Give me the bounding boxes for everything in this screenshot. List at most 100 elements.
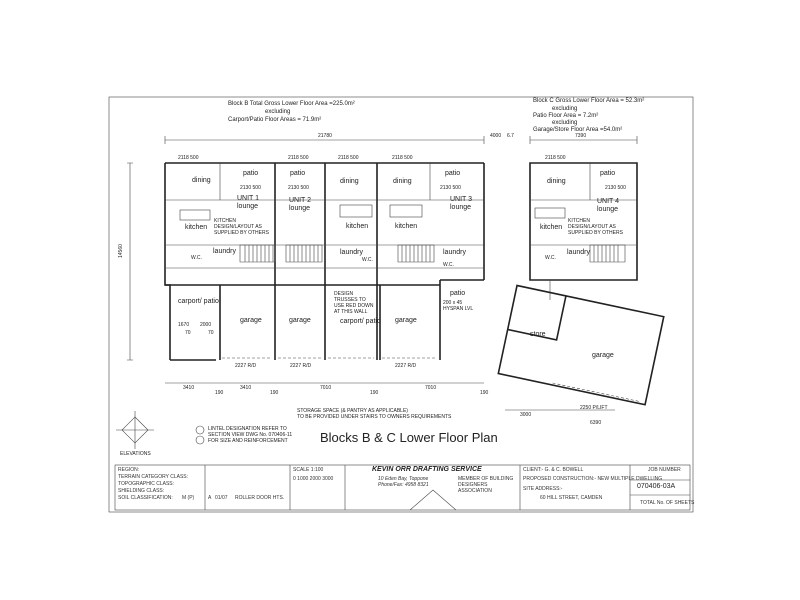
u4-laundry: laundry	[567, 249, 590, 256]
lintel-symbol-2	[195, 435, 205, 445]
u3-patio-lower: patio	[450, 290, 466, 297]
block-c-garage: Garage/Store Floor Area =54.0m²	[533, 127, 623, 133]
garage-door-2: 2227 R/D	[290, 363, 312, 369]
garage-label: garage	[592, 352, 614, 359]
tb-address: 10 Eden Bay, Toppone	[378, 476, 429, 482]
u2-lounge: lounge	[289, 205, 311, 212]
dim-bottom-190c: 190	[370, 390, 379, 396]
dim-gap: 4000	[490, 133, 502, 139]
u1-kitchen-note: KITCHEN DESIGN/LAYOUT AS SUPPLIED BY OTH…	[214, 218, 269, 236]
design-trusses-note: DESIGN TRUSSES TO USE RED DOWN AT THIS W…	[334, 291, 374, 315]
tb-job-number: 070406-03A	[637, 483, 676, 490]
title-block	[114, 464, 691, 511]
u2-dining: dining	[340, 178, 359, 185]
u1-wc: W.C.	[191, 255, 202, 261]
dim-height-total: 14560	[118, 244, 124, 258]
u3-laundry: laundry	[443, 249, 466, 256]
store-width-1: 3000	[520, 412, 532, 418]
tb-scale-bar: 0 1000 2000 3000	[293, 476, 334, 482]
u4-lounge: lounge	[597, 206, 619, 213]
block-c-excluding-1: excluding	[552, 106, 578, 112]
stair-unit-3	[397, 244, 435, 263]
u1-dining: dining	[192, 177, 211, 184]
u3-kitchen: kitchen	[395, 223, 418, 230]
tb-rev-a: A	[208, 495, 212, 501]
u3-dining: dining	[393, 178, 412, 185]
dim-bottom-190d: 190	[480, 390, 489, 396]
tb-total-sheets: TOTAL No. OF SHEETS	[640, 500, 695, 506]
tb-scale: SCALE 1:100	[293, 467, 324, 473]
u3-wc: W.C.	[443, 262, 454, 268]
elevations-label: ELEVATIONS	[120, 451, 151, 457]
tb-member: MEMBER OF BUILDING DESIGNERS ASSOCIATION	[458, 476, 514, 494]
storage-note-1: STORAGE SPACE (& PANTRY AS APPLICABLE)	[297, 408, 408, 414]
u1-unit-label: UNIT 1	[237, 195, 260, 202]
tb-shielding: SHIELDING CLASS:	[118, 488, 165, 494]
dim-patio-4: 2130 500	[605, 185, 626, 191]
u2-garage: garage	[289, 317, 311, 324]
dim-unit3-top: 2118 500	[392, 155, 413, 161]
tb-client: CLIENT:- G. & C. BOWELL	[523, 467, 584, 473]
u3-unit-label: UNIT 3	[450, 196, 473, 203]
u4-patio: patio	[600, 170, 616, 177]
u3-garage: garage	[395, 317, 417, 324]
tb-job-label: JOB NUMBER	[648, 467, 681, 473]
u2-wc: W.C.	[362, 257, 373, 263]
dim-2000: 2000	[200, 322, 212, 328]
dim-patio-2: 2130 500	[288, 185, 309, 191]
stair-unit-1	[239, 244, 276, 263]
hyspan-note: 200 x 45 HYSPAN LVL	[443, 300, 474, 312]
dim-unit2-top: 2118 500	[288, 155, 309, 161]
garage-store-building	[497, 284, 665, 406]
u1-kitchen: kitchen	[185, 224, 208, 231]
dim-gap-extra: 6.7	[507, 133, 514, 139]
kitchen-bench-4	[534, 207, 566, 219]
u1-lounge: lounge	[237, 203, 259, 210]
block-b-excluding: excluding	[265, 109, 291, 115]
stair-unit-4	[589, 244, 626, 263]
u2-laundry: laundry	[340, 249, 363, 256]
u4-kitchen: kitchen	[540, 224, 563, 231]
u4-unit-label: UNIT 4	[597, 198, 620, 205]
tb-proposed: PROPOSED CONSTRUCTION:- NEW MULTIPLE DWE…	[523, 476, 663, 482]
tb-company: KEVIN ORR DRAFTING SERVICE	[372, 466, 482, 473]
u3-patio: patio	[445, 170, 461, 177]
u1-carport: carport/ patio	[178, 298, 219, 305]
storage-note-2: TO BE PROVIDED UNDER STAIRS TO OWNERS RE…	[297, 414, 452, 420]
lintel-note-2: SECTION VIEW DWG No. 070406-11	[208, 432, 293, 438]
kitchen-bench-1	[179, 209, 211, 221]
dim-70a: 70	[185, 330, 191, 336]
store-width-2: 6390	[590, 420, 602, 426]
tb-site-value: 60 HILL STREET, CAMDEN	[540, 495, 603, 501]
dim-patio-1: 2130 500	[240, 185, 261, 191]
garage-door-3: 2227 R/D	[395, 363, 417, 369]
tb-rev-desc: ROLLER DOOR HTS.	[235, 495, 285, 501]
dim-70b: 70	[208, 330, 214, 336]
tb-terrain: TERRAIN CATEGORY CLASS:	[118, 474, 189, 480]
block-c-patio: Patio Floor Area = 7.2m²	[533, 113, 599, 119]
tb-topographic: TOPOGRAPHIC CLASS:	[118, 481, 175, 487]
u2-carport: carport/ patio	[340, 318, 381, 325]
tb-phone: Phone/Fax: 4958 8321	[378, 482, 429, 488]
tb-site-address: SITE ADDRESS:-	[523, 486, 563, 492]
block-b-area: Block B Total Gross Lower Floor Area =22…	[228, 101, 355, 107]
block-c-excluding-2: excluding	[552, 120, 578, 126]
u1-garage: garage	[240, 317, 262, 324]
lintel-symbol-1	[195, 425, 205, 435]
u1-laundry: laundry	[213, 248, 236, 255]
tb-soil-value: M (P)	[182, 495, 195, 501]
block-c-area: Block C Gross Lower Floor Area = 52.3m²	[533, 98, 645, 104]
dim-unit4-top: 2118 500	[545, 155, 566, 161]
lintel-note-3: FOR SIZE AND REINFORCEMENT	[208, 438, 288, 444]
tb-soil: SOIL CLASSIFICATION:	[118, 495, 173, 501]
dimension-lines	[127, 136, 638, 411]
dim-patio-3: 2130 500	[440, 185, 461, 191]
elevations-marker	[116, 411, 154, 449]
dim-unit2b-top: 2118 500	[338, 155, 359, 161]
dim-bottom-4: 7010	[425, 385, 437, 391]
u2-kitchen: kitchen	[346, 223, 369, 230]
u1-patio: patio	[243, 170, 259, 177]
tb-rev-date: 01/07	[215, 495, 228, 501]
